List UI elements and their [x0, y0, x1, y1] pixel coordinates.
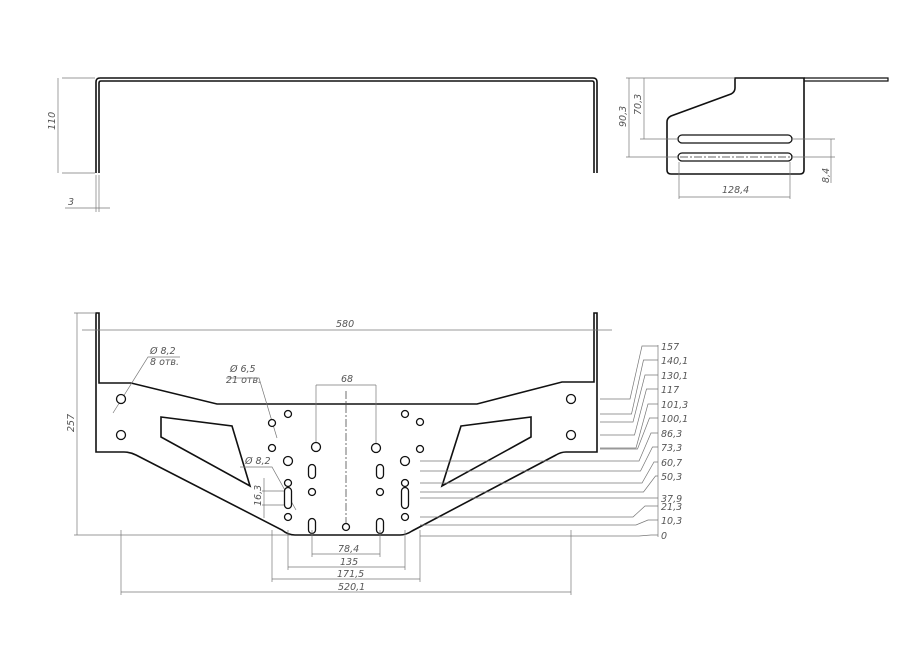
top-view-outline — [95, 77, 598, 173]
side-view-flange — [804, 77, 889, 82]
inner-dim-label: 70,3 — [633, 94, 644, 115]
ordinate-label: 157 — [661, 342, 679, 353]
ordinate-leader — [420, 475, 658, 493]
leader-line — [226, 377, 278, 439]
callout-small-diameter: Ø 6,5 — [229, 364, 256, 375]
cutout-right — [440, 416, 532, 488]
ordinate-leader — [600, 403, 658, 449]
side-view: 90,3 70,3 128,4 8,4 — [618, 77, 889, 199]
ordinate-leader — [420, 505, 658, 518]
hole — [115, 393, 127, 405]
ordinate-label: 73,3 — [661, 443, 682, 454]
ordinate-leader — [600, 388, 658, 436]
hole — [115, 429, 127, 441]
ordinate-label: 50,3 — [661, 472, 682, 483]
outer-dim-label: 90,3 — [618, 106, 629, 127]
bottom-dim-label: 78,4 — [338, 544, 359, 555]
thickness-dim-label: 3 — [68, 197, 74, 208]
callout-large-count: 8 отв. — [150, 357, 179, 368]
hole — [307, 487, 317, 497]
hole — [375, 487, 385, 497]
ordinate-leader — [420, 519, 658, 526]
hole — [370, 442, 382, 454]
slot — [400, 486, 410, 510]
hole — [399, 455, 411, 467]
callout-small-count: 21 отв. — [226, 375, 261, 386]
slot — [375, 463, 385, 480]
ordinate-leader — [420, 446, 658, 472]
hole — [283, 478, 293, 488]
ordinate-label: 140,1 — [661, 356, 688, 367]
bottom-dim-label: 135 — [340, 557, 358, 568]
hole — [267, 418, 277, 428]
overall-width-label: 580 — [336, 319, 354, 330]
ordinate-label: 60,7 — [661, 458, 682, 469]
hole — [341, 522, 351, 532]
ordinate-label: 10,3 — [661, 516, 682, 527]
ordinate-label: 0 — [661, 531, 667, 542]
callout-large-diameter: Ø 8,2 — [149, 346, 176, 357]
callout-slot-diameter: Ø 8,2 — [244, 456, 271, 467]
slot-pitch-label: 8,4 — [821, 168, 832, 183]
hole — [283, 512, 293, 522]
hole — [400, 409, 410, 419]
ordinate-label: 100,1 — [661, 414, 688, 425]
ordinate-leader — [420, 461, 658, 484]
hole — [282, 455, 294, 467]
hole — [283, 409, 293, 419]
leader-line — [112, 356, 180, 414]
ordinate-leader — [600, 417, 658, 450]
hole — [565, 393, 577, 405]
slot — [283, 486, 293, 510]
hole — [400, 512, 410, 522]
slot-length-label: 128,4 — [722, 185, 749, 196]
slot — [307, 463, 317, 480]
slot-upper — [677, 134, 793, 144]
ordinate-leader — [420, 534, 658, 537]
ordinate-leader — [600, 374, 658, 423]
cutout-left — [160, 416, 252, 488]
hole — [310, 441, 322, 453]
hole — [415, 417, 425, 427]
ordinate-label: 101,3 — [661, 400, 688, 411]
overall-height-label: 257 — [66, 414, 77, 432]
hole — [565, 429, 577, 441]
ordinate-label: 130,1 — [661, 371, 688, 382]
front-view-outline — [95, 312, 598, 536]
bottom-dim-label: 520,1 — [338, 582, 365, 593]
ordinate-label: 21,3 — [661, 502, 682, 513]
hole — [400, 478, 410, 488]
ordinate-leader — [600, 359, 658, 415]
ordinate-label: 117 — [661, 385, 679, 396]
front-view: 257 580 68 Ø 8,2 8 отв. Ø 6,5 21 отв. Ø … — [66, 312, 688, 595]
height-dim-label: 110 — [47, 112, 58, 130]
bottom-dim-label: 171,5 — [337, 569, 364, 580]
ordinate-label: 37,9 — [661, 494, 682, 505]
hole — [267, 443, 277, 453]
ordinate-leader — [420, 432, 658, 462]
ordinate-label: 86,3 — [661, 429, 682, 440]
hole — [415, 444, 425, 454]
top-view: 110 3 — [47, 77, 598, 212]
slot-length-label: 16,3 — [253, 485, 264, 506]
ordinate-leader — [600, 345, 658, 400]
side-view-outline — [666, 77, 805, 175]
center-spacing-label: 68 — [341, 374, 353, 385]
